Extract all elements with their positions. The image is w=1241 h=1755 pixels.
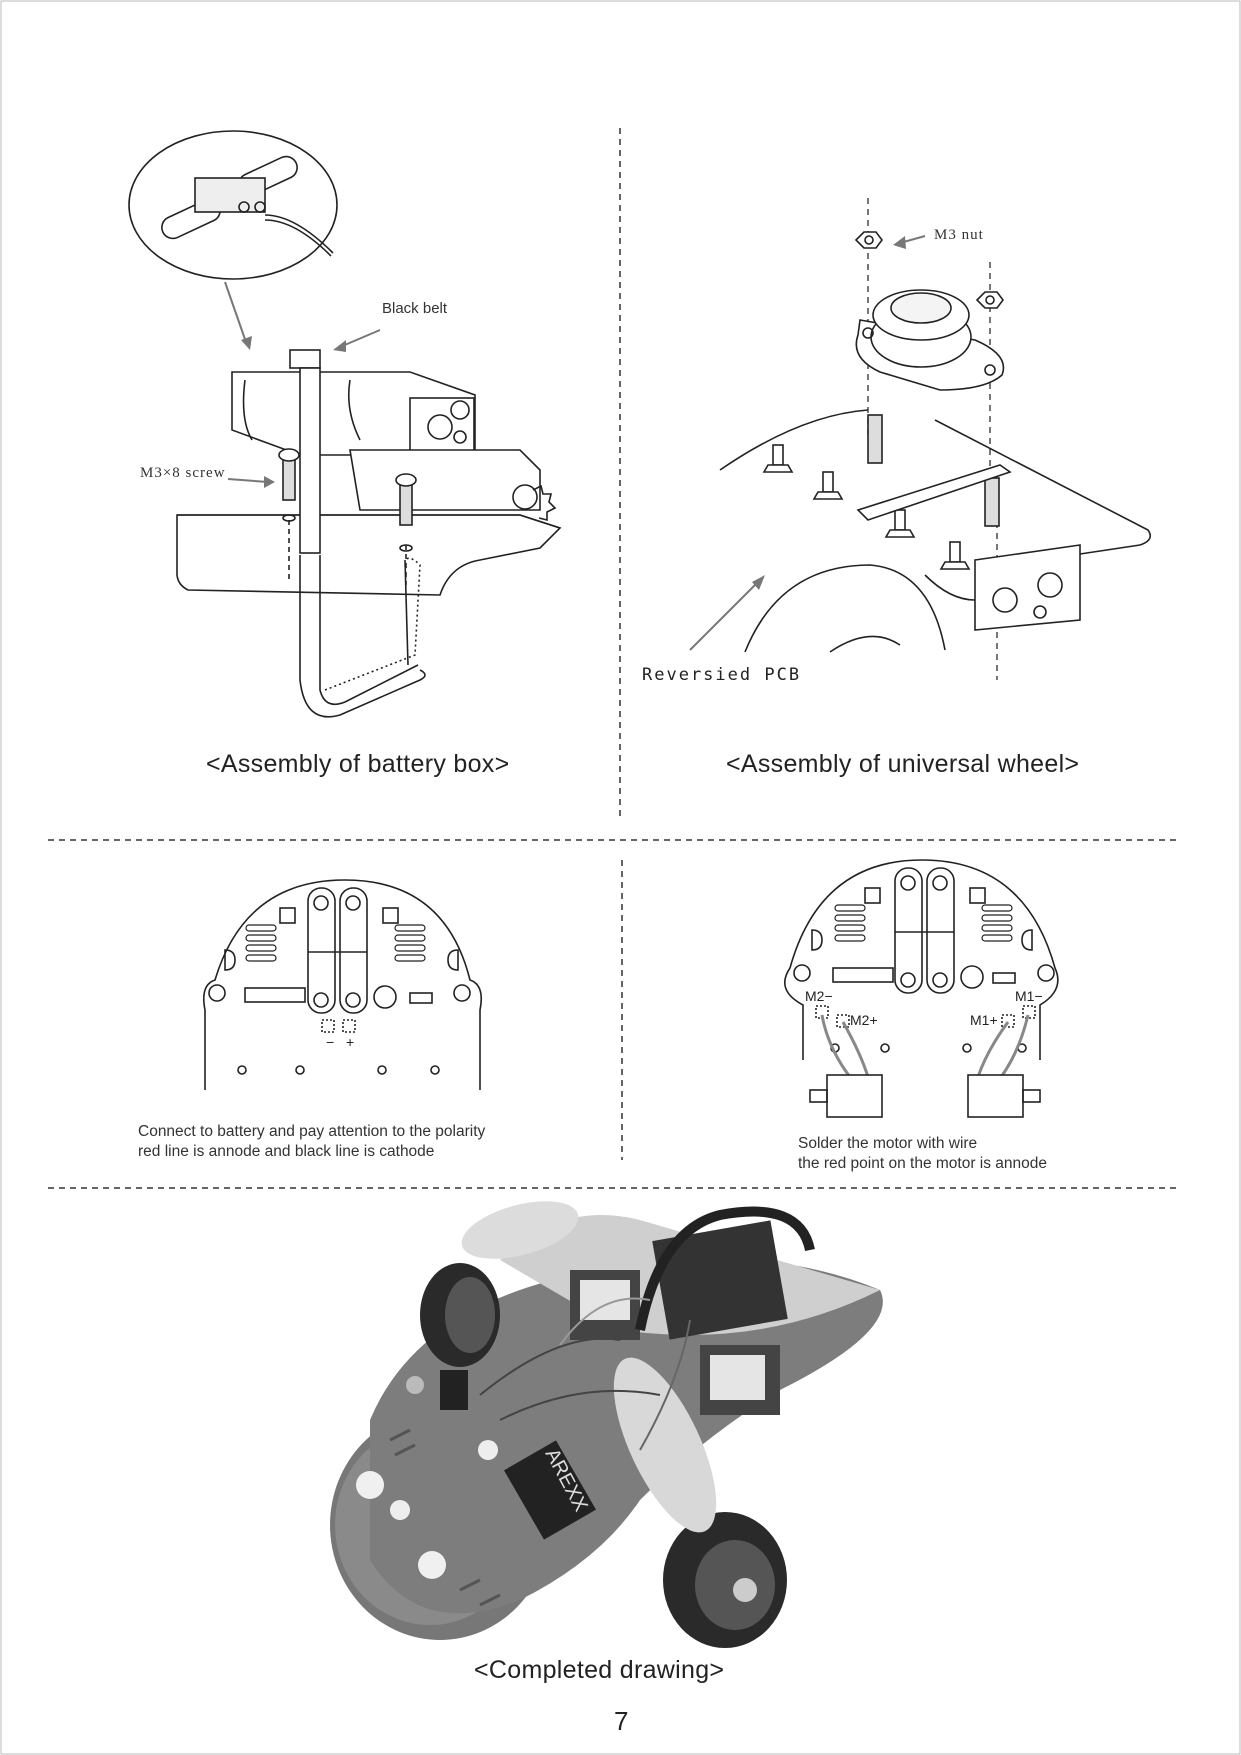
- polarity-minus-label: −: [326, 1034, 335, 1050]
- m2-plus-label: M2+: [850, 1012, 878, 1028]
- m2-minus-label: M2−: [805, 988, 833, 1004]
- caption-battery-box: <Assembly of battery box>: [206, 750, 510, 778]
- battery-note-line-1: Connect to battery and pay attention to …: [138, 1123, 486, 1140]
- pcb-battery-diagram: [202, 879, 483, 1090]
- polarity-plus-label: +: [346, 1034, 355, 1050]
- motor-note-line-2: the red point on the motor is annode: [798, 1155, 1048, 1172]
- zoom-ellipse: [128, 130, 338, 280]
- battery-note-line-2: red line is annode and black line is cat…: [138, 1143, 435, 1160]
- universal-wheel-illustration: [689, 198, 1151, 680]
- caption-completed-drawing: <Completed drawing>: [474, 1656, 725, 1684]
- reversed-pcb-label: Reversied PCB: [642, 665, 802, 685]
- nut-label: M3 nut: [934, 227, 984, 243]
- page-number: 7: [614, 1706, 629, 1736]
- black-belt-label: Black belt: [382, 300, 448, 317]
- section-dividers: [48, 128, 1178, 1189]
- screw-label: M3×8 screw: [140, 465, 226, 481]
- completed-robot-illustration: [330, 1201, 883, 1648]
- pcb-motor-diagram: [783, 859, 1059, 1118]
- battery-box-illustration: [128, 130, 562, 718]
- m1-minus-label: M1−: [1015, 988, 1043, 1004]
- motor-note-line-1: Solder the motor with wire: [798, 1135, 978, 1152]
- m1-plus-label: M1+: [970, 1012, 998, 1028]
- caption-universal-wheel: <Assembly of universal wheel>: [726, 750, 1080, 778]
